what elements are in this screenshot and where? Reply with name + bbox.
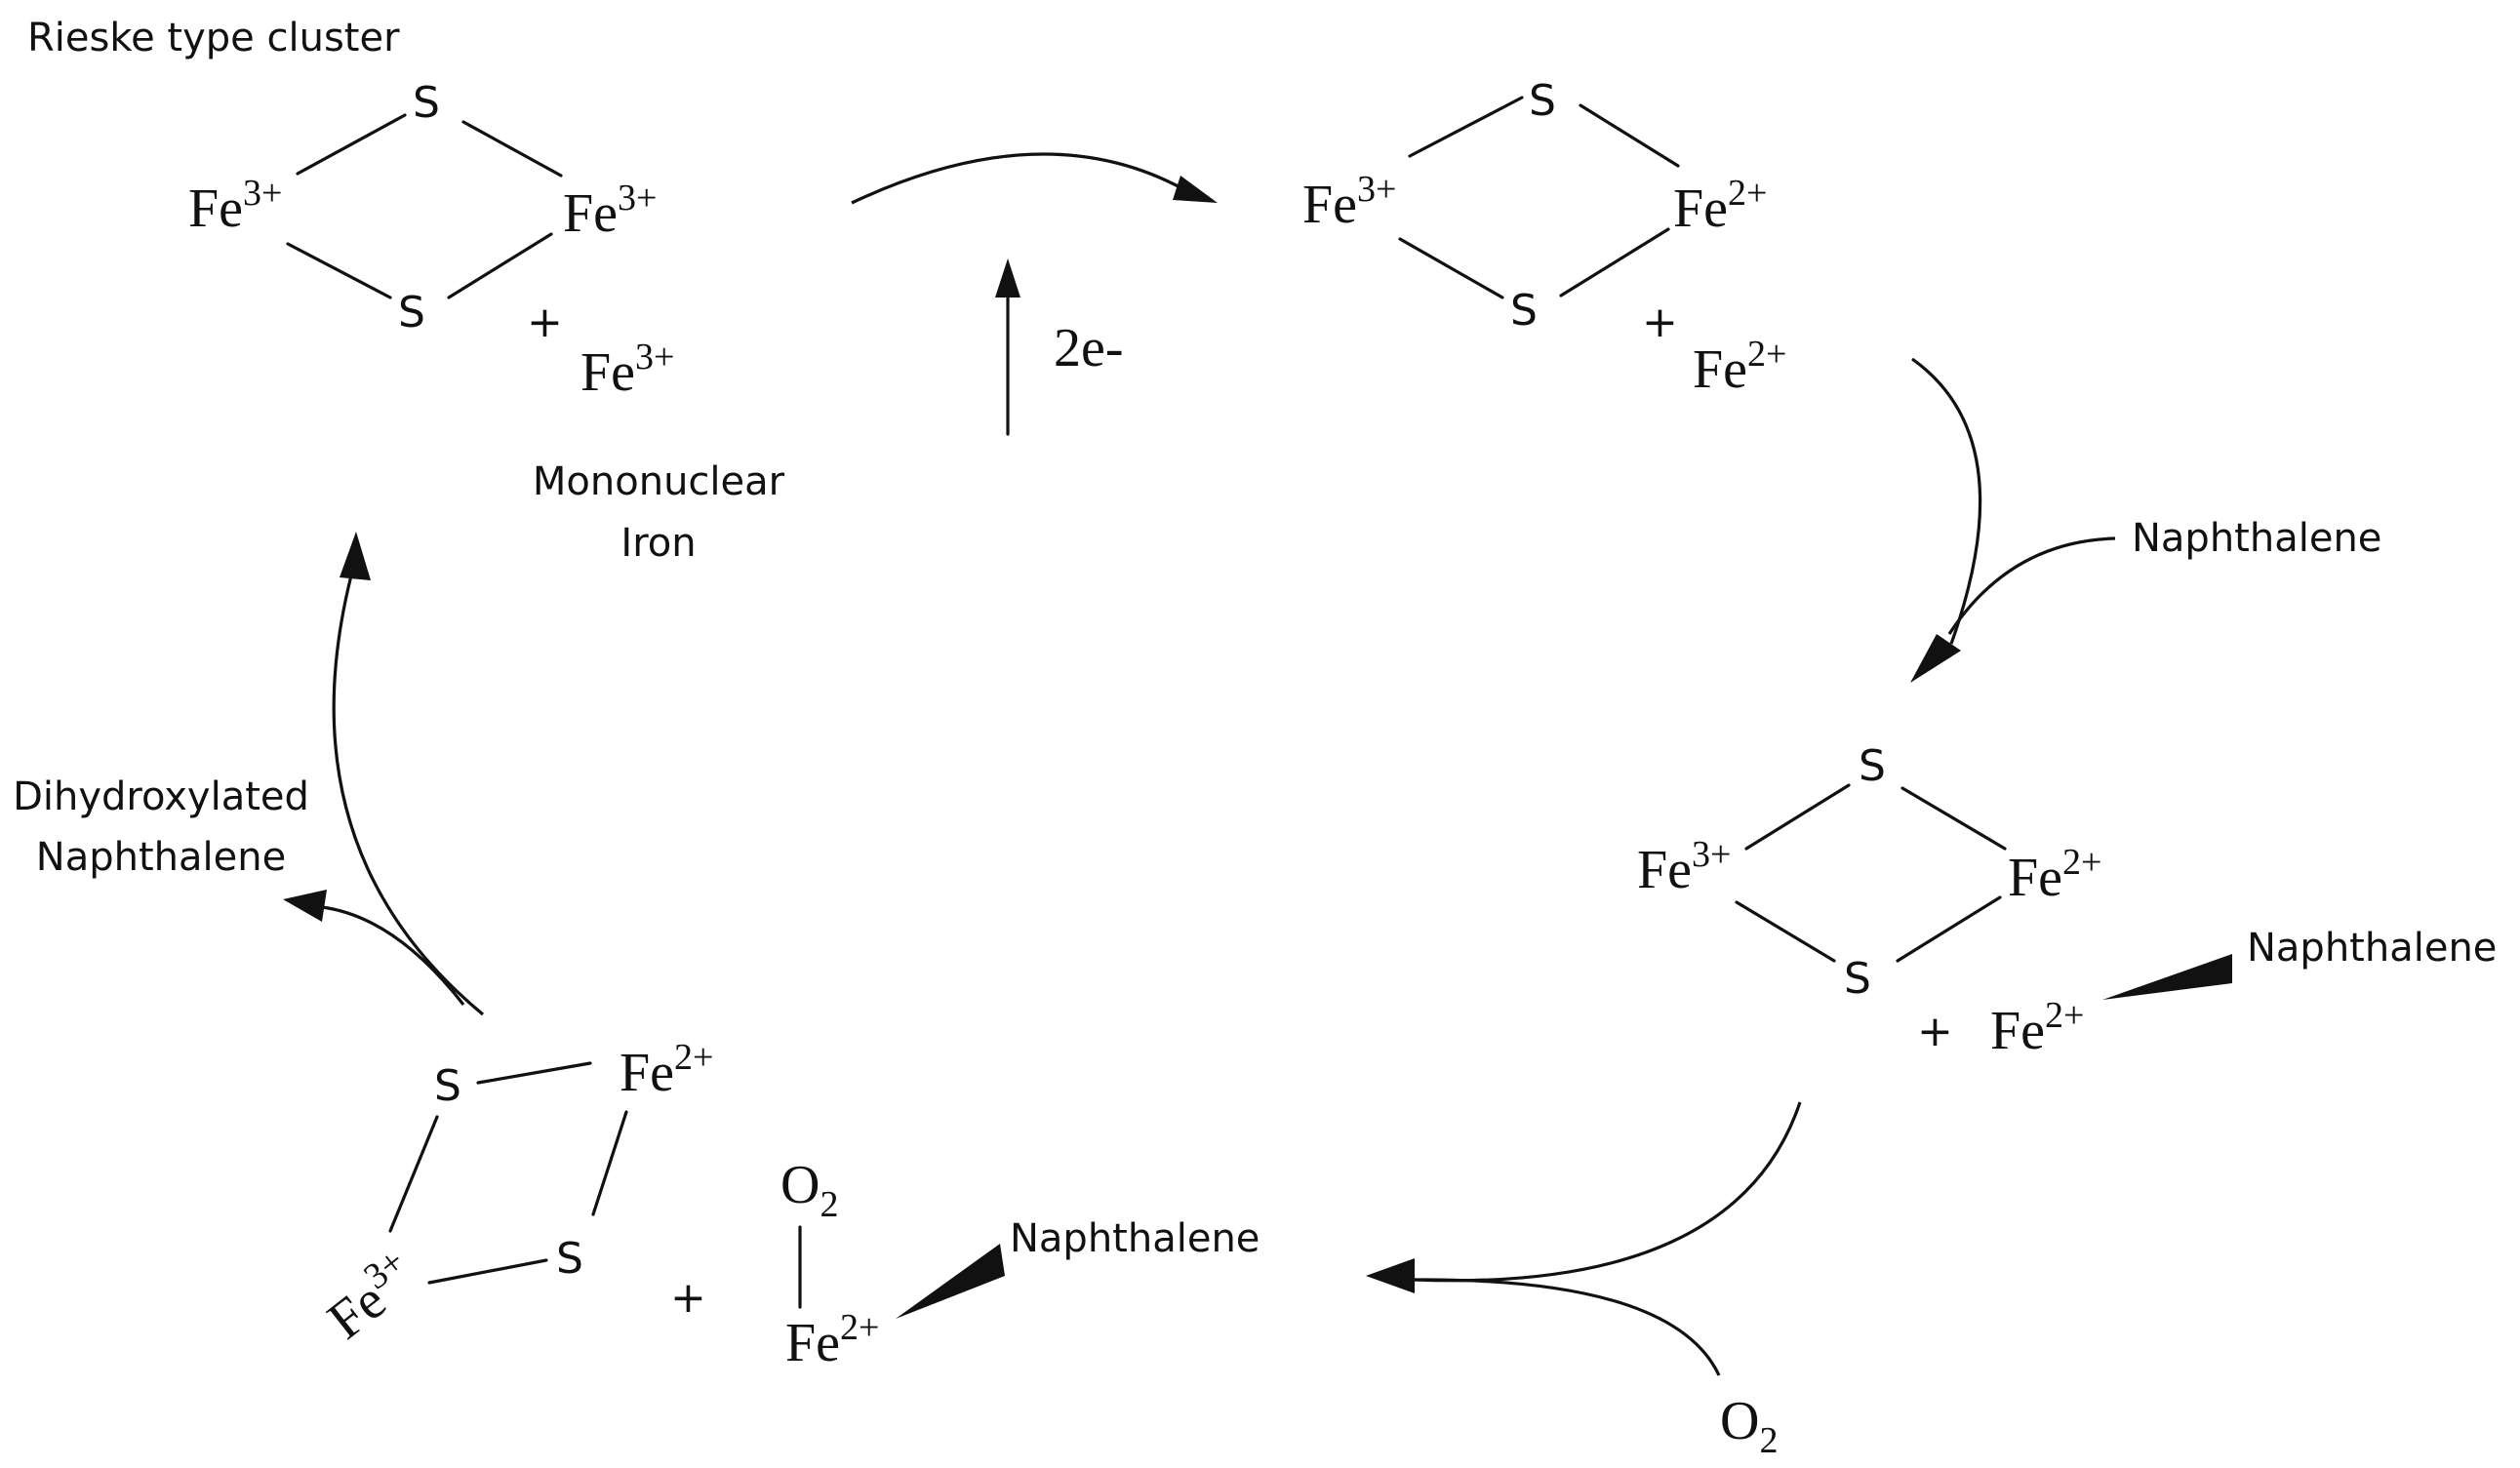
mononuclear-iron-atom: Fe2+	[1693, 334, 1786, 400]
mononuclear-iron-atom: Fe2+	[785, 1307, 879, 1373]
wedge-bond	[896, 1244, 1005, 1319]
mononuclear-iron-label: Mononuclear	[533, 459, 785, 504]
oxygen-atom: O2	[780, 1155, 838, 1225]
iron-atom: Fe3+	[1302, 169, 1396, 235]
sulfur-atom: S	[434, 1061, 461, 1111]
sulfur-atom: S	[1844, 954, 1871, 1004]
iron-atom: Fe3+	[563, 178, 657, 244]
substrate-binding-arrow: Naphthalene	[1910, 357, 2381, 683]
state-3-substrate-bound: S S Fe3+ Fe2+ + Fe2+ Naphthalene	[1637, 741, 2497, 1061]
iron-atom: Fe3+	[313, 1241, 428, 1351]
sulfur-atom: S	[1510, 286, 1538, 336]
plus-sign: +	[1642, 298, 1678, 347]
sulfur-atom: S	[1529, 76, 1556, 126]
iron-atom: Fe3+	[188, 173, 282, 239]
dihydroxylated-naphthalene-label: Naphthalene	[36, 835, 286, 880]
oxygen-label: O2	[1720, 1391, 1778, 1461]
naphthalene-label: Naphthalene	[1010, 1216, 1260, 1261]
sulfur-atom: S	[1859, 741, 1886, 791]
reduction-arrow: 2e-	[851, 152, 1218, 436]
state-1-rieske-cluster: S S Fe3+ Fe3+ + Fe3+ Mononuclear Iron	[188, 78, 785, 566]
naphthalene-label: Naphthalene	[2132, 516, 2381, 561]
iron-atom: Fe2+	[1673, 173, 1767, 239]
oxygen-binding-arrow: O2	[1366, 1101, 1802, 1461]
sulfur-atom: S	[398, 288, 425, 337]
mononuclear-iron-atom: Fe3+	[580, 337, 674, 403]
sulfur-atom: S	[556, 1234, 583, 1284]
title-label: Rieske type cluster	[27, 16, 400, 60]
plus-sign: +	[1917, 1007, 1953, 1056]
plus-sign: +	[670, 1273, 706, 1323]
plus-sign: +	[527, 298, 563, 347]
state-4-oxygen-bound: S S Fe2+ Fe3+ + O2 Fe2+ Naphthalene	[313, 1037, 1260, 1373]
naphthalene-label: Naphthalene	[2247, 926, 2497, 971]
wedge-bond	[2102, 954, 2232, 1000]
mononuclear-iron-label: Iron	[620, 521, 696, 566]
sulfur-atom: S	[413, 78, 440, 128]
iron-atom: Fe3+	[1637, 834, 1731, 900]
state-2-reduced-cluster: S S Fe3+ Fe2+ + Fe2+	[1302, 76, 1786, 400]
product-release-arrow: Dihydroxylated Naphthalene	[13, 532, 485, 1016]
mononuclear-iron-atom: Fe2+	[1990, 995, 2084, 1061]
iron-atom: Fe2+	[2008, 842, 2101, 908]
electrons-label: 2e-	[1054, 318, 1124, 378]
dihydroxylated-naphthalene-label: Dihydroxylated	[13, 774, 309, 819]
iron-atom: Fe2+	[620, 1037, 713, 1103]
